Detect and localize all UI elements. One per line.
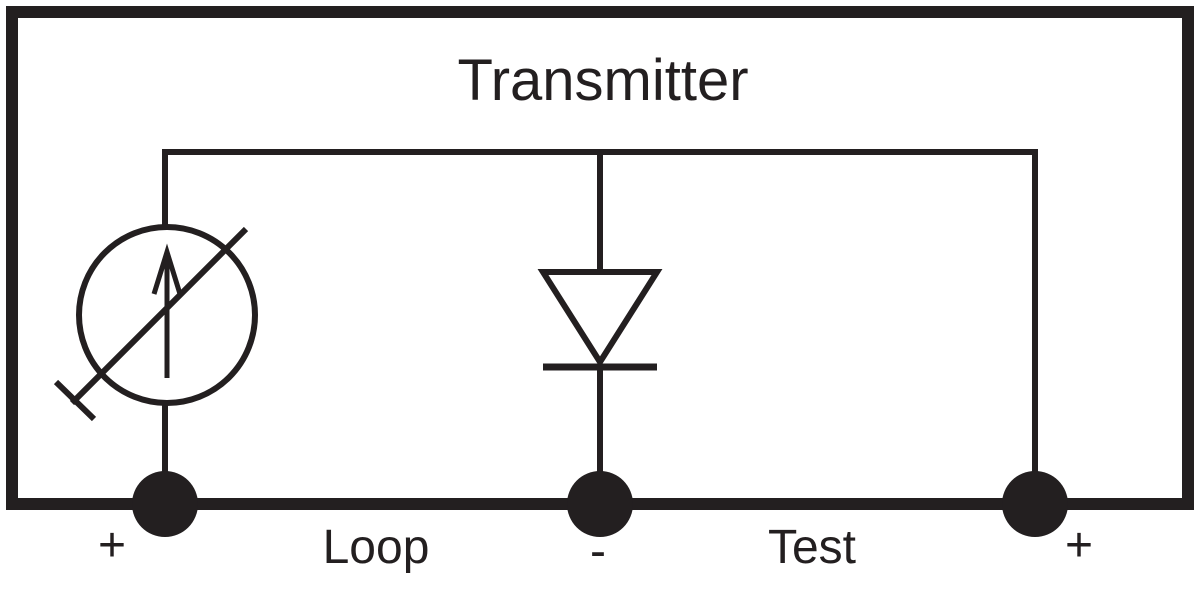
diode-icon — [537, 269, 663, 371]
loop-label: Loop — [323, 521, 430, 574]
terminal-dot-left — [132, 471, 198, 537]
terminal-right-polarity-label: + — [1065, 519, 1093, 572]
variable-diagonal — [69, 226, 249, 406]
transmitter-title: Transmitter — [457, 48, 748, 113]
terminal-dot-right — [1002, 471, 1068, 537]
diode-triangle — [537, 269, 663, 368]
variable-diagonal-bar — [53, 379, 97, 422]
variable-current-source-icon — [53, 224, 258, 422]
terminal-middle-polarity-label: - — [590, 525, 606, 578]
terminal-left-polarity-label: + — [98, 519, 126, 572]
current-arrow-head — [151, 243, 183, 295]
test-label: Test — [768, 521, 856, 574]
terminal-dot-middle — [567, 471, 633, 537]
